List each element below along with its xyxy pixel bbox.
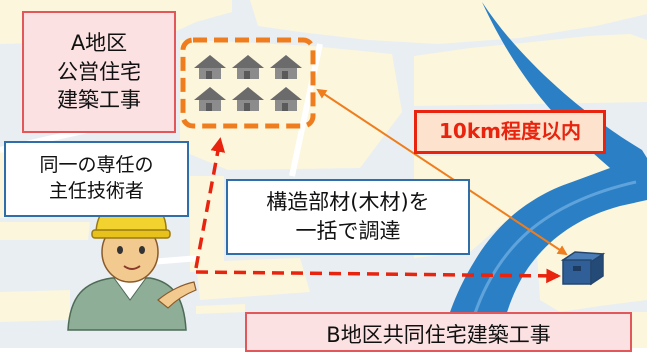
house-group-icon [194,55,302,111]
district-b-label: B地区共同住宅建築工事 [245,312,632,352]
distance-arrow [316,88,568,256]
district-a-label: A地区 公営住宅 建築工事 [22,11,176,133]
wood-material-box-icon [560,251,606,286]
house-group-border [180,37,316,129]
technician-assignment-arrows [194,137,561,284]
procurement-label: 構造部材(木材)を 一括で調達 [226,179,470,255]
distance-label: 10km程度以内 [414,110,606,154]
technician-label: 同一の専任の 主任技術者 [4,141,189,217]
